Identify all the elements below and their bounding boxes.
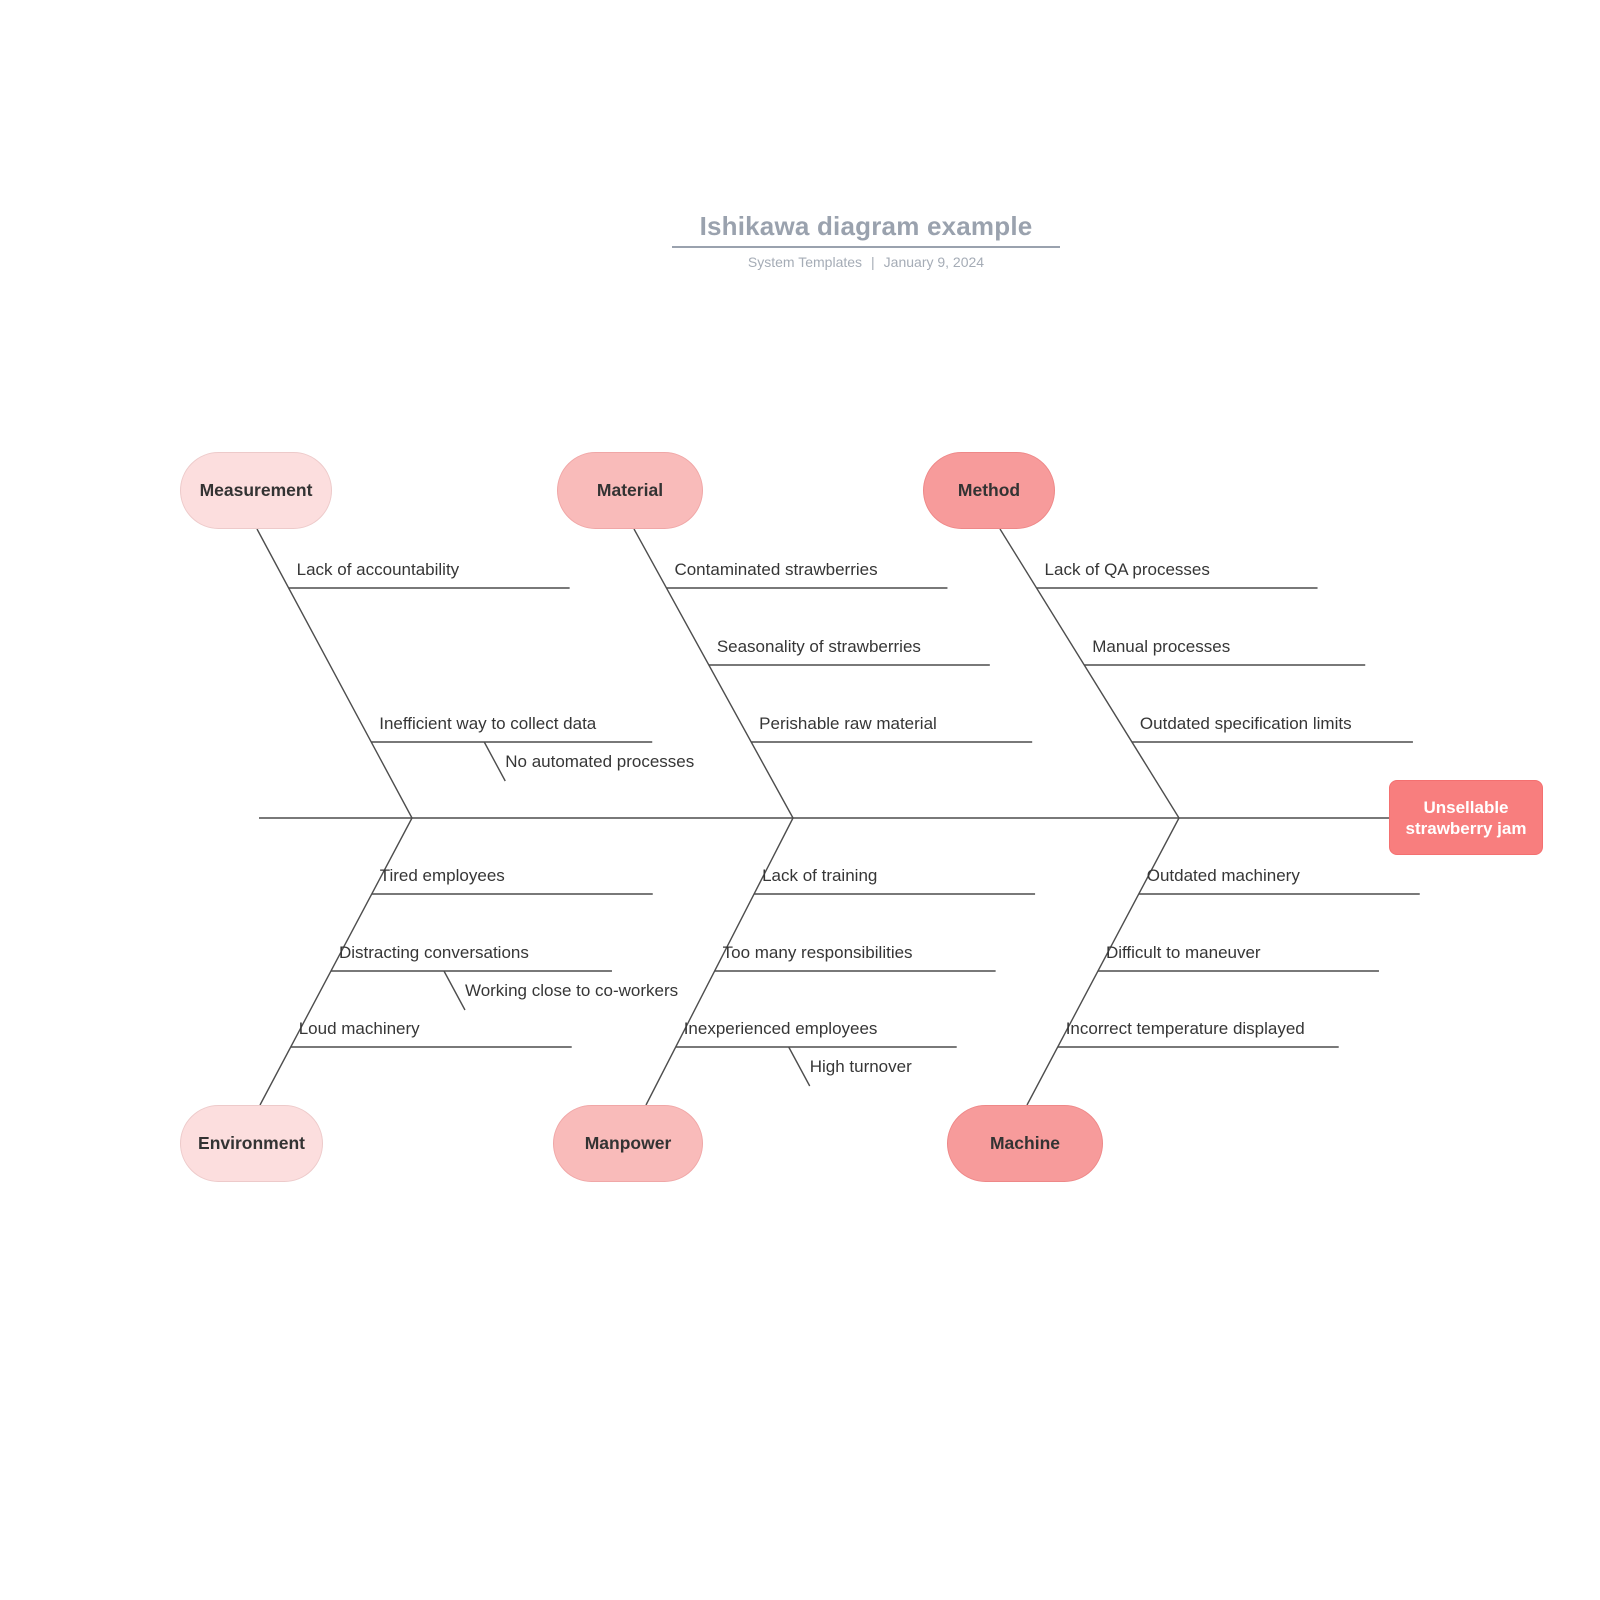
subtitle-separator: | — [871, 254, 875, 270]
branch-bone-measurement — [256, 528, 413, 819]
cause-label-machine-0: Outdated machinery — [1146, 866, 1300, 885]
subcause-label-manpower-2: High turnover — [809, 1057, 912, 1076]
cause-label-measurement-1: Inefficient way to collect data — [379, 714, 597, 733]
subcause-bone-measurement-1 — [483, 741, 506, 782]
effect-node: Unsellable strawberry jam — [1389, 780, 1543, 855]
cause-label-method-1: Manual processes — [1092, 637, 1231, 656]
cause-label-manpower-1: Too many responsibilities — [722, 943, 913, 962]
category-node-environment: Environment — [180, 1105, 323, 1182]
page-title: Ishikawa diagram example — [699, 211, 1033, 241]
branch-bone-machine — [1026, 817, 1180, 1106]
subcause-label-measurement-1: No automated processes — [505, 752, 695, 771]
subtitle-author: System Templates — [747, 254, 863, 270]
cause-label-material-2: Perishable raw material — [759, 714, 937, 733]
branch-bone-method — [999, 528, 1180, 819]
subcause-bone-manpower-2 — [788, 1046, 811, 1087]
cause-label-environment-1: Distracting conversations — [338, 943, 529, 962]
cause-label-environment-0: Tired employees — [379, 866, 505, 885]
category-node-method: Method — [923, 452, 1055, 529]
cause-label-manpower-2: Inexperienced employees — [683, 1019, 878, 1038]
header: Ishikawa diagram example System Template… — [566, 210, 1166, 270]
branch-bone-environment — [259, 817, 413, 1106]
subtitle-date: January 9, 2024 — [883, 254, 985, 270]
category-node-manpower: Manpower — [553, 1105, 703, 1182]
cause-label-environment-2: Loud machinery — [298, 1019, 420, 1038]
category-node-measurement: Measurement — [180, 452, 332, 529]
category-node-material: Material — [557, 452, 703, 529]
cause-label-machine-2: Incorrect temperature displayed — [1065, 1019, 1305, 1038]
category-node-machine: Machine — [947, 1105, 1103, 1182]
branch-bone-material — [633, 528, 794, 819]
branch-bone-manpower — [645, 817, 794, 1106]
cause-label-method-2: Outdated specification limits — [1139, 714, 1352, 733]
subcause-label-environment-1: Working close to co-workers — [464, 981, 679, 1000]
subcause-bone-environment-1 — [443, 970, 466, 1011]
title-divider — [672, 246, 1060, 248]
cause-label-manpower-0: Lack of training — [762, 866, 878, 885]
cause-label-method-0: Lack of QA processes — [1044, 560, 1210, 579]
cause-label-material-1: Seasonality of strawberries — [716, 637, 921, 656]
cause-label-measurement-0: Lack of accountability — [296, 560, 460, 579]
cause-label-material-0: Contaminated strawberries — [674, 560, 878, 579]
page-subtitle: System Templates | January 9, 2024 — [566, 254, 1166, 270]
cause-label-machine-1: Difficult to maneuver — [1105, 943, 1261, 962]
